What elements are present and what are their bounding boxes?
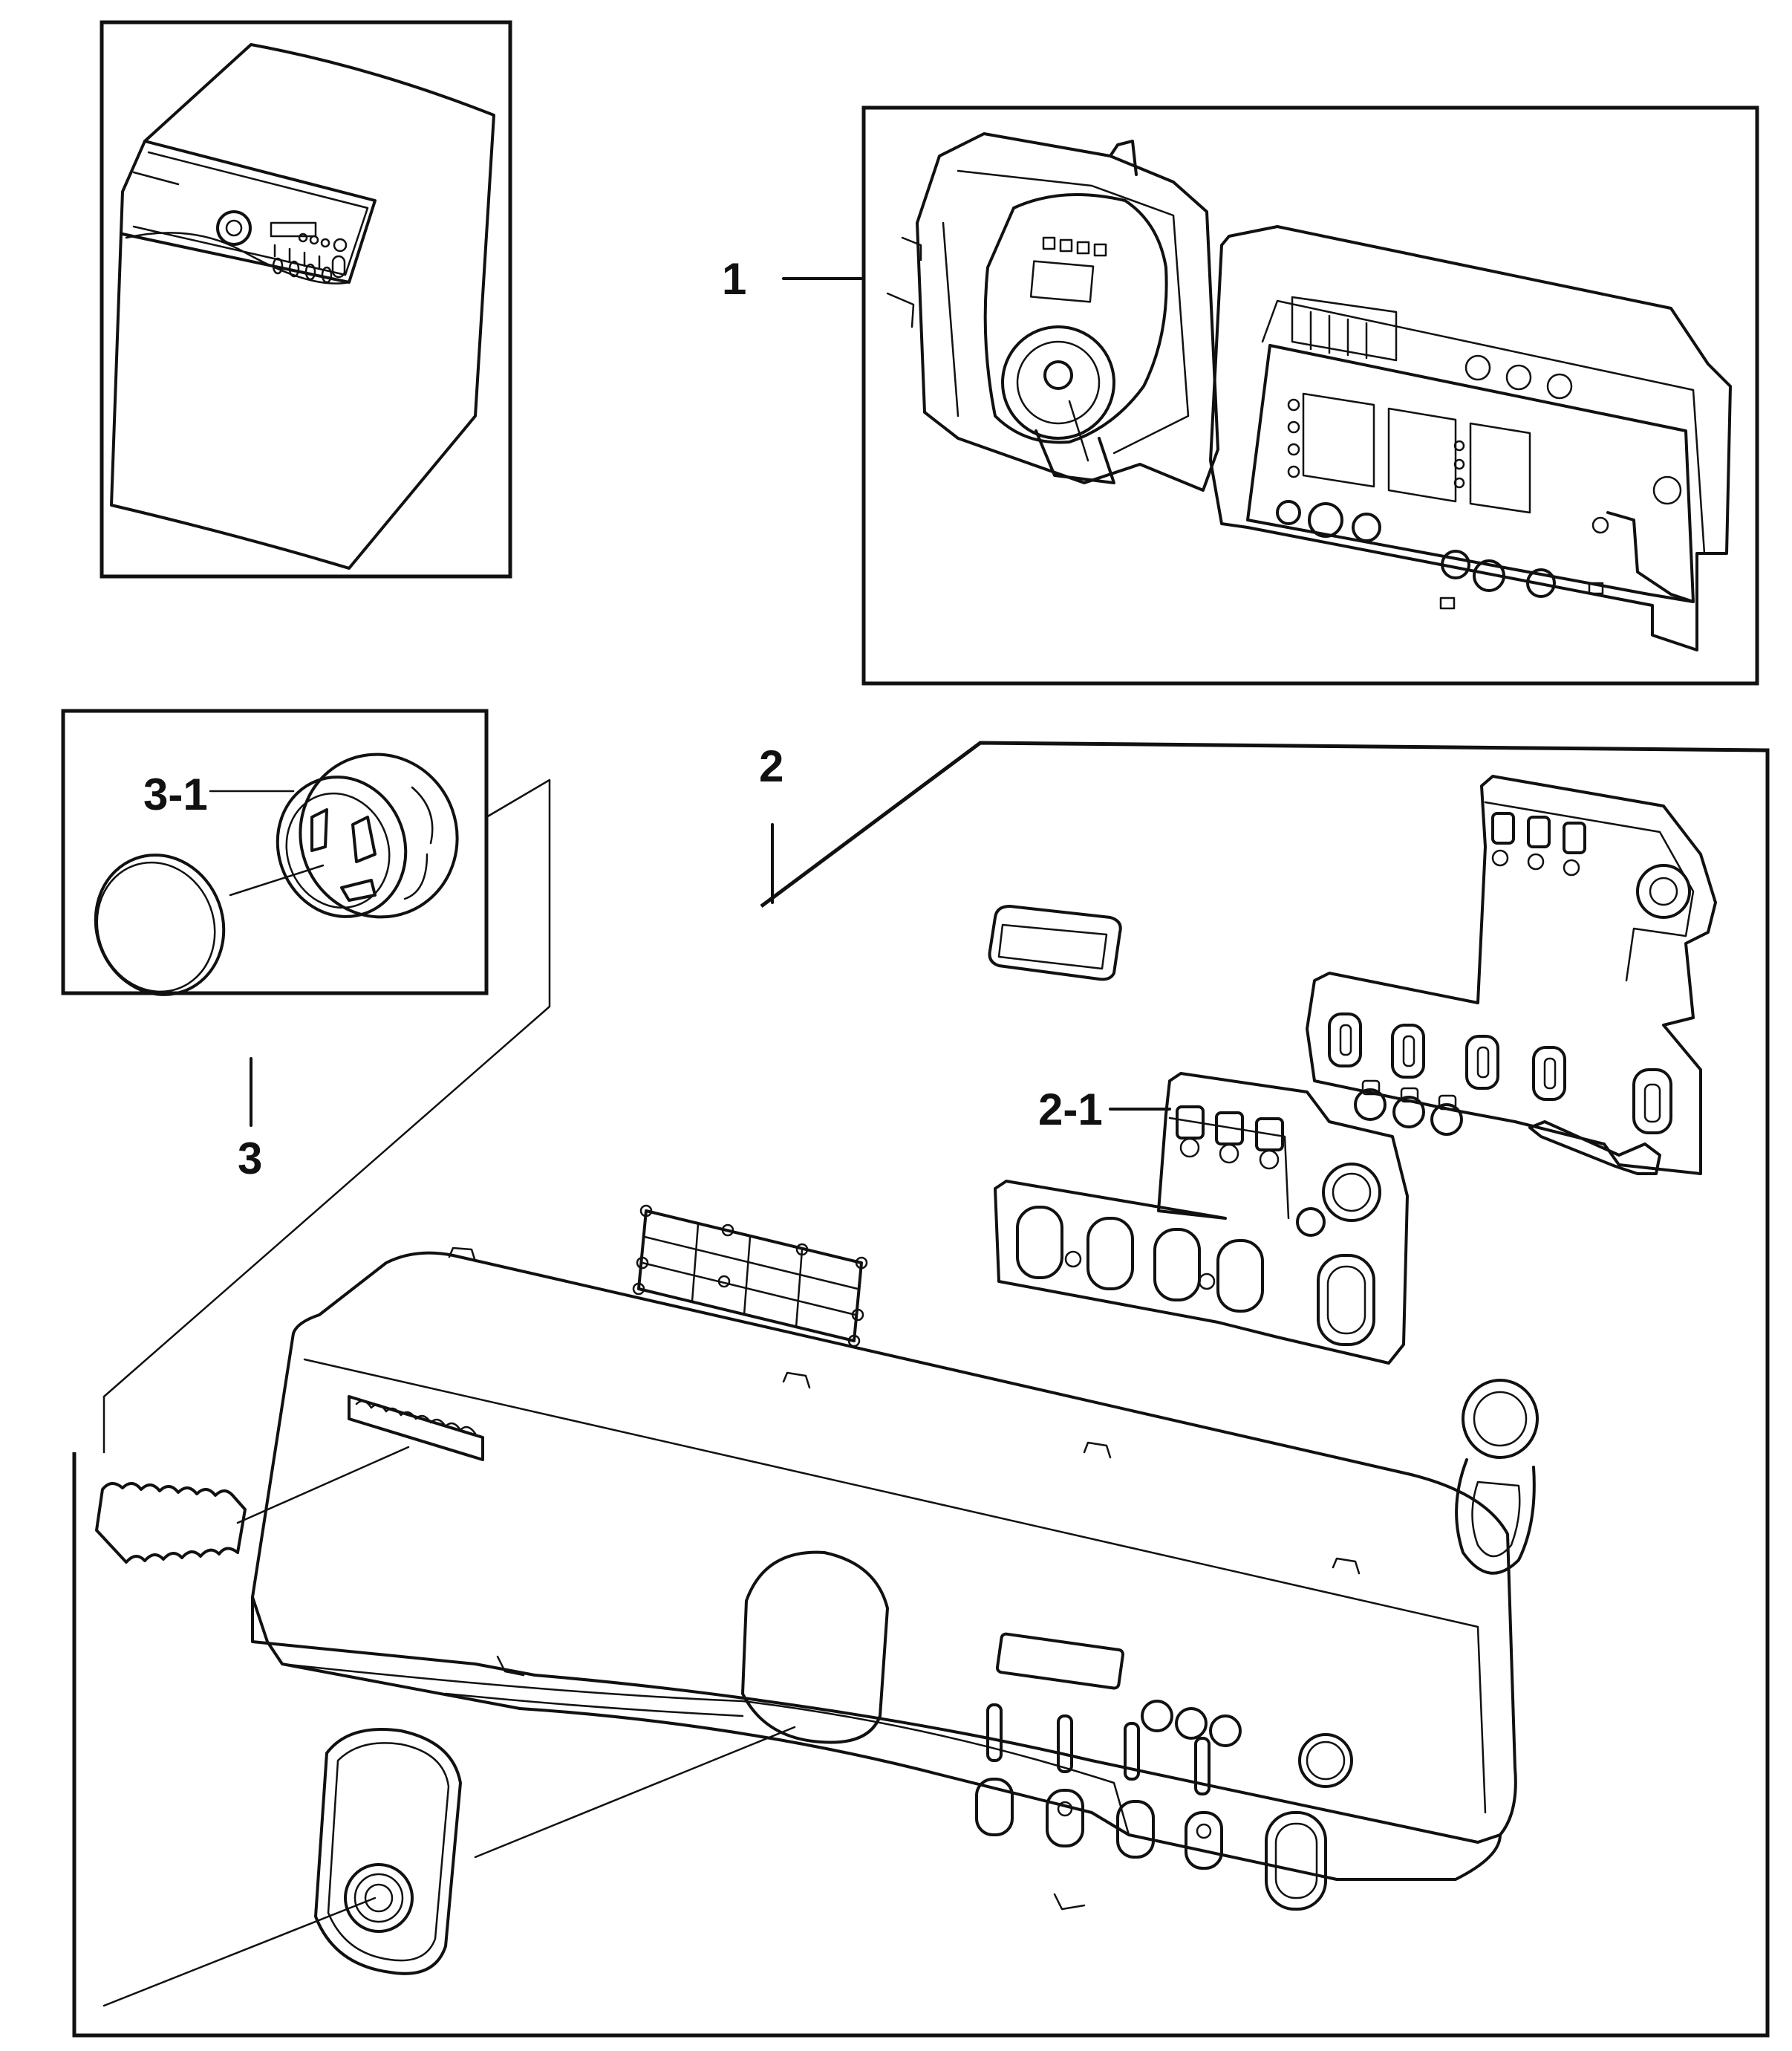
machine-reference-view bbox=[100, 20, 512, 579]
button-caps bbox=[1354, 1079, 1463, 1136]
callout-labels: 1 2 2-1 3 3-1 bbox=[143, 254, 1103, 1183]
callout-1: 1 bbox=[722, 254, 746, 304]
callout-3-1: 3-1 bbox=[143, 770, 208, 819]
rubber-gasket bbox=[1455, 1379, 1539, 1575]
part-2-control-panel-assembly bbox=[72, 741, 1770, 2038]
knob-gasket bbox=[314, 1728, 462, 1975]
leader-lines bbox=[102, 277, 1171, 1454]
callout-3: 3 bbox=[238, 1134, 262, 1183]
rubber-button-grid bbox=[632, 1204, 868, 1348]
part-1-pcb-assembly bbox=[861, 105, 1759, 686]
part-3-knob-assembly bbox=[61, 709, 489, 996]
callout-2: 2 bbox=[759, 741, 783, 791]
control-panel-front bbox=[251, 1246, 1517, 1911]
callout-2-1: 2-1 bbox=[1038, 1085, 1103, 1134]
